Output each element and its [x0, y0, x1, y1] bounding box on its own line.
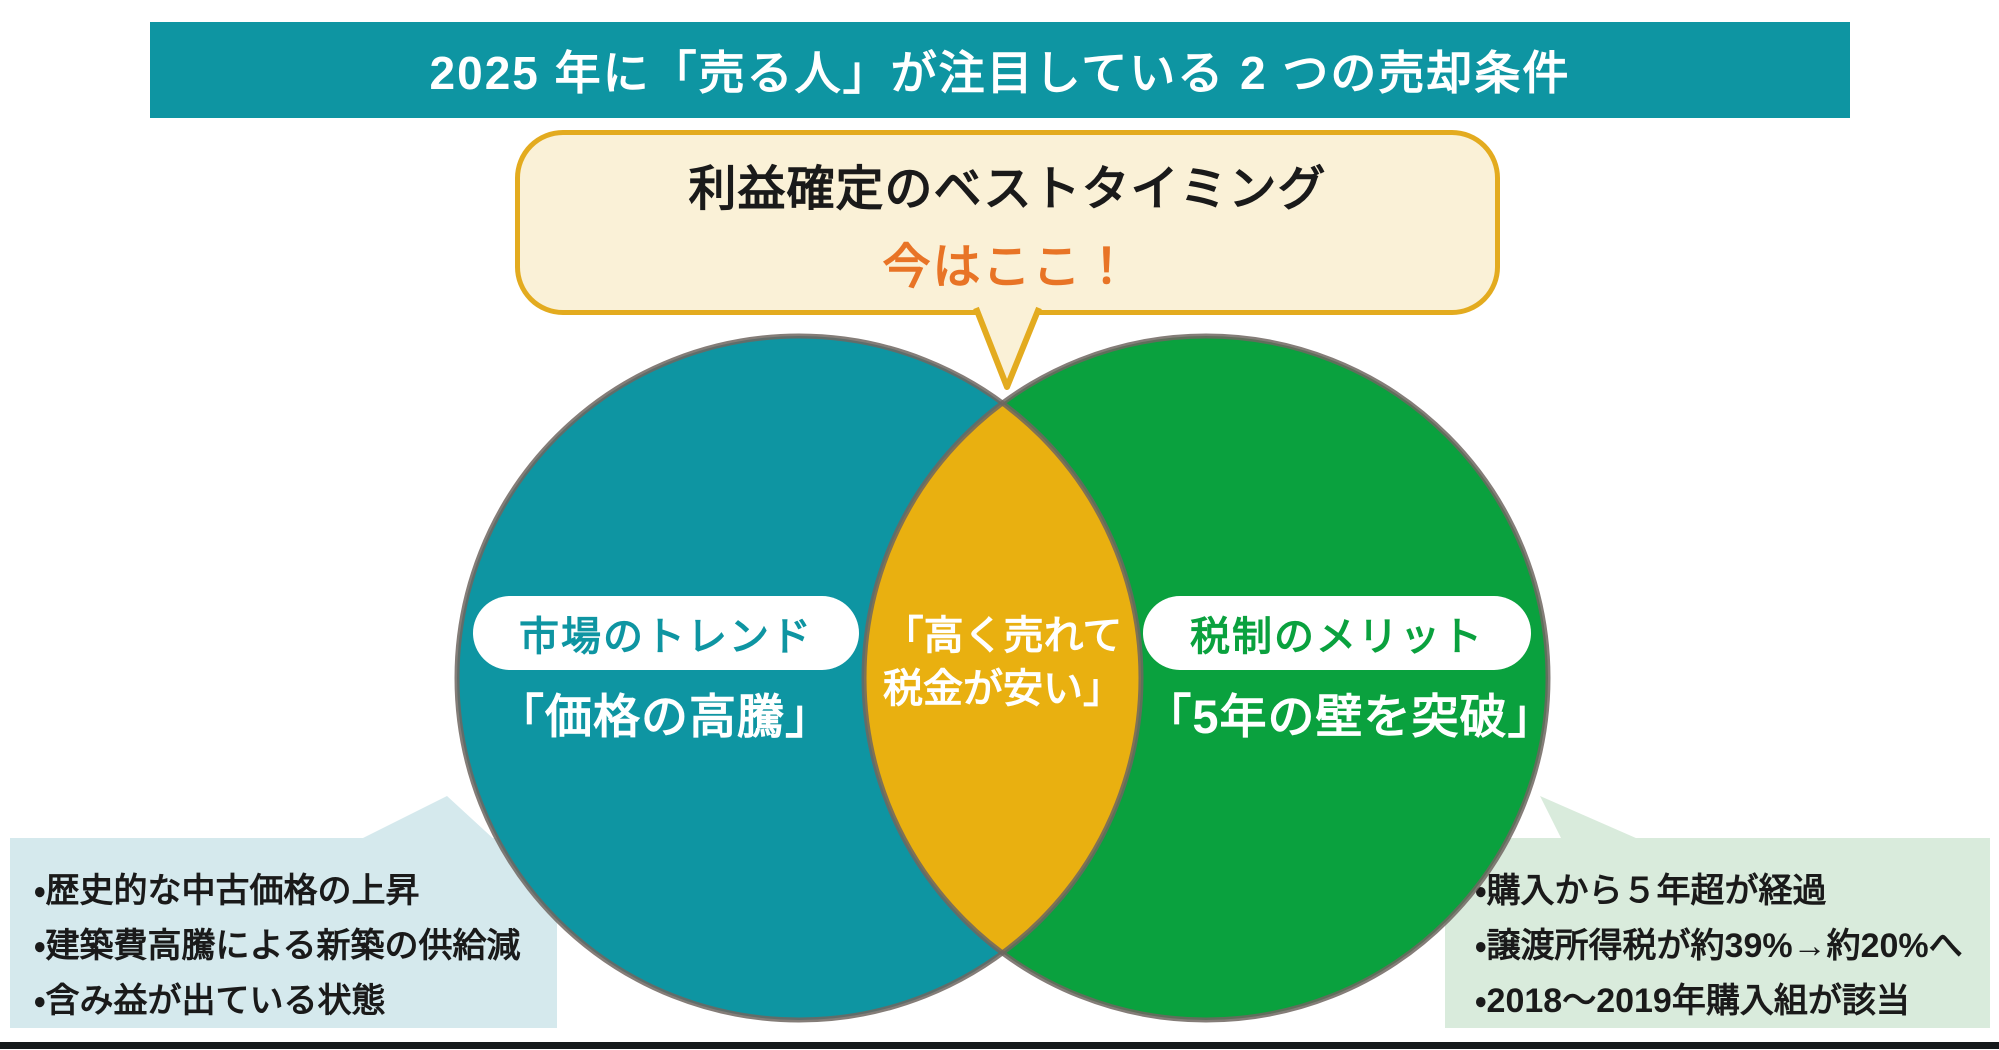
bubble-title: 利益確定のベストタイミング [688, 162, 1327, 216]
left-circle-caption: 「価格の高騰」 [497, 690, 833, 743]
bottom-divider-bar [0, 1042, 1999, 1049]
left-callout-box: ・歴史的な中古価格の上昇 ・建築費高騰による新築の供給減 ・含み益が出ている状態 [10, 838, 557, 1028]
right-circle-pill-label: 税制のメリット [1190, 615, 1484, 659]
bubble-highlight: 今はここ！ [882, 240, 1133, 294]
speech-bubble: 利益確定のベストタイミング 今はここ！ [515, 130, 1500, 315]
left-callout-item: ・歴史的な中古価格の上昇 [34, 872, 420, 910]
left-circle-pill: 市場のトレンド [473, 596, 859, 670]
overlap-label-line1: 「高く売れて [883, 614, 1123, 658]
right-circle-caption: 「5年の壁を突破」 [1144, 690, 1556, 743]
left-callout-item: ・含み益が出ている状態 [34, 982, 386, 1020]
right-callout-item: ・購入から５年超が経過 [1475, 872, 1827, 910]
right-callout-tail [1540, 796, 1645, 842]
right-circle-pill: 税制のメリット [1143, 596, 1531, 670]
right-callout-item: ・譲渡所得税が約39%→約20%へ [1475, 927, 1963, 965]
left-circle-pill-label: 市場のトレンド [519, 615, 813, 659]
header-banner: 2025 年に「売る人」が注目している 2 つの売却条件 [150, 22, 1850, 118]
bubble-tail [973, 306, 1042, 390]
page-title: 2025 年に「売る人」が注目している 2 つの売却条件 [429, 47, 1571, 99]
right-callout-box: ・購入から５年超が経過 ・譲渡所得税が約39%→約20%へ ・2018〜2019… [1445, 838, 1990, 1028]
left-callout-tail [355, 796, 497, 842]
left-callout-item: ・建築費高騰による新築の供給減 [34, 927, 521, 965]
overlap-label-line2: 税金が安い」 [883, 666, 1123, 711]
overlap-label: 「高く売れて 税金が安い」 [860, 610, 1146, 716]
right-callout-item: ・2018〜2019年購入組が該当 [1475, 982, 1910, 1020]
